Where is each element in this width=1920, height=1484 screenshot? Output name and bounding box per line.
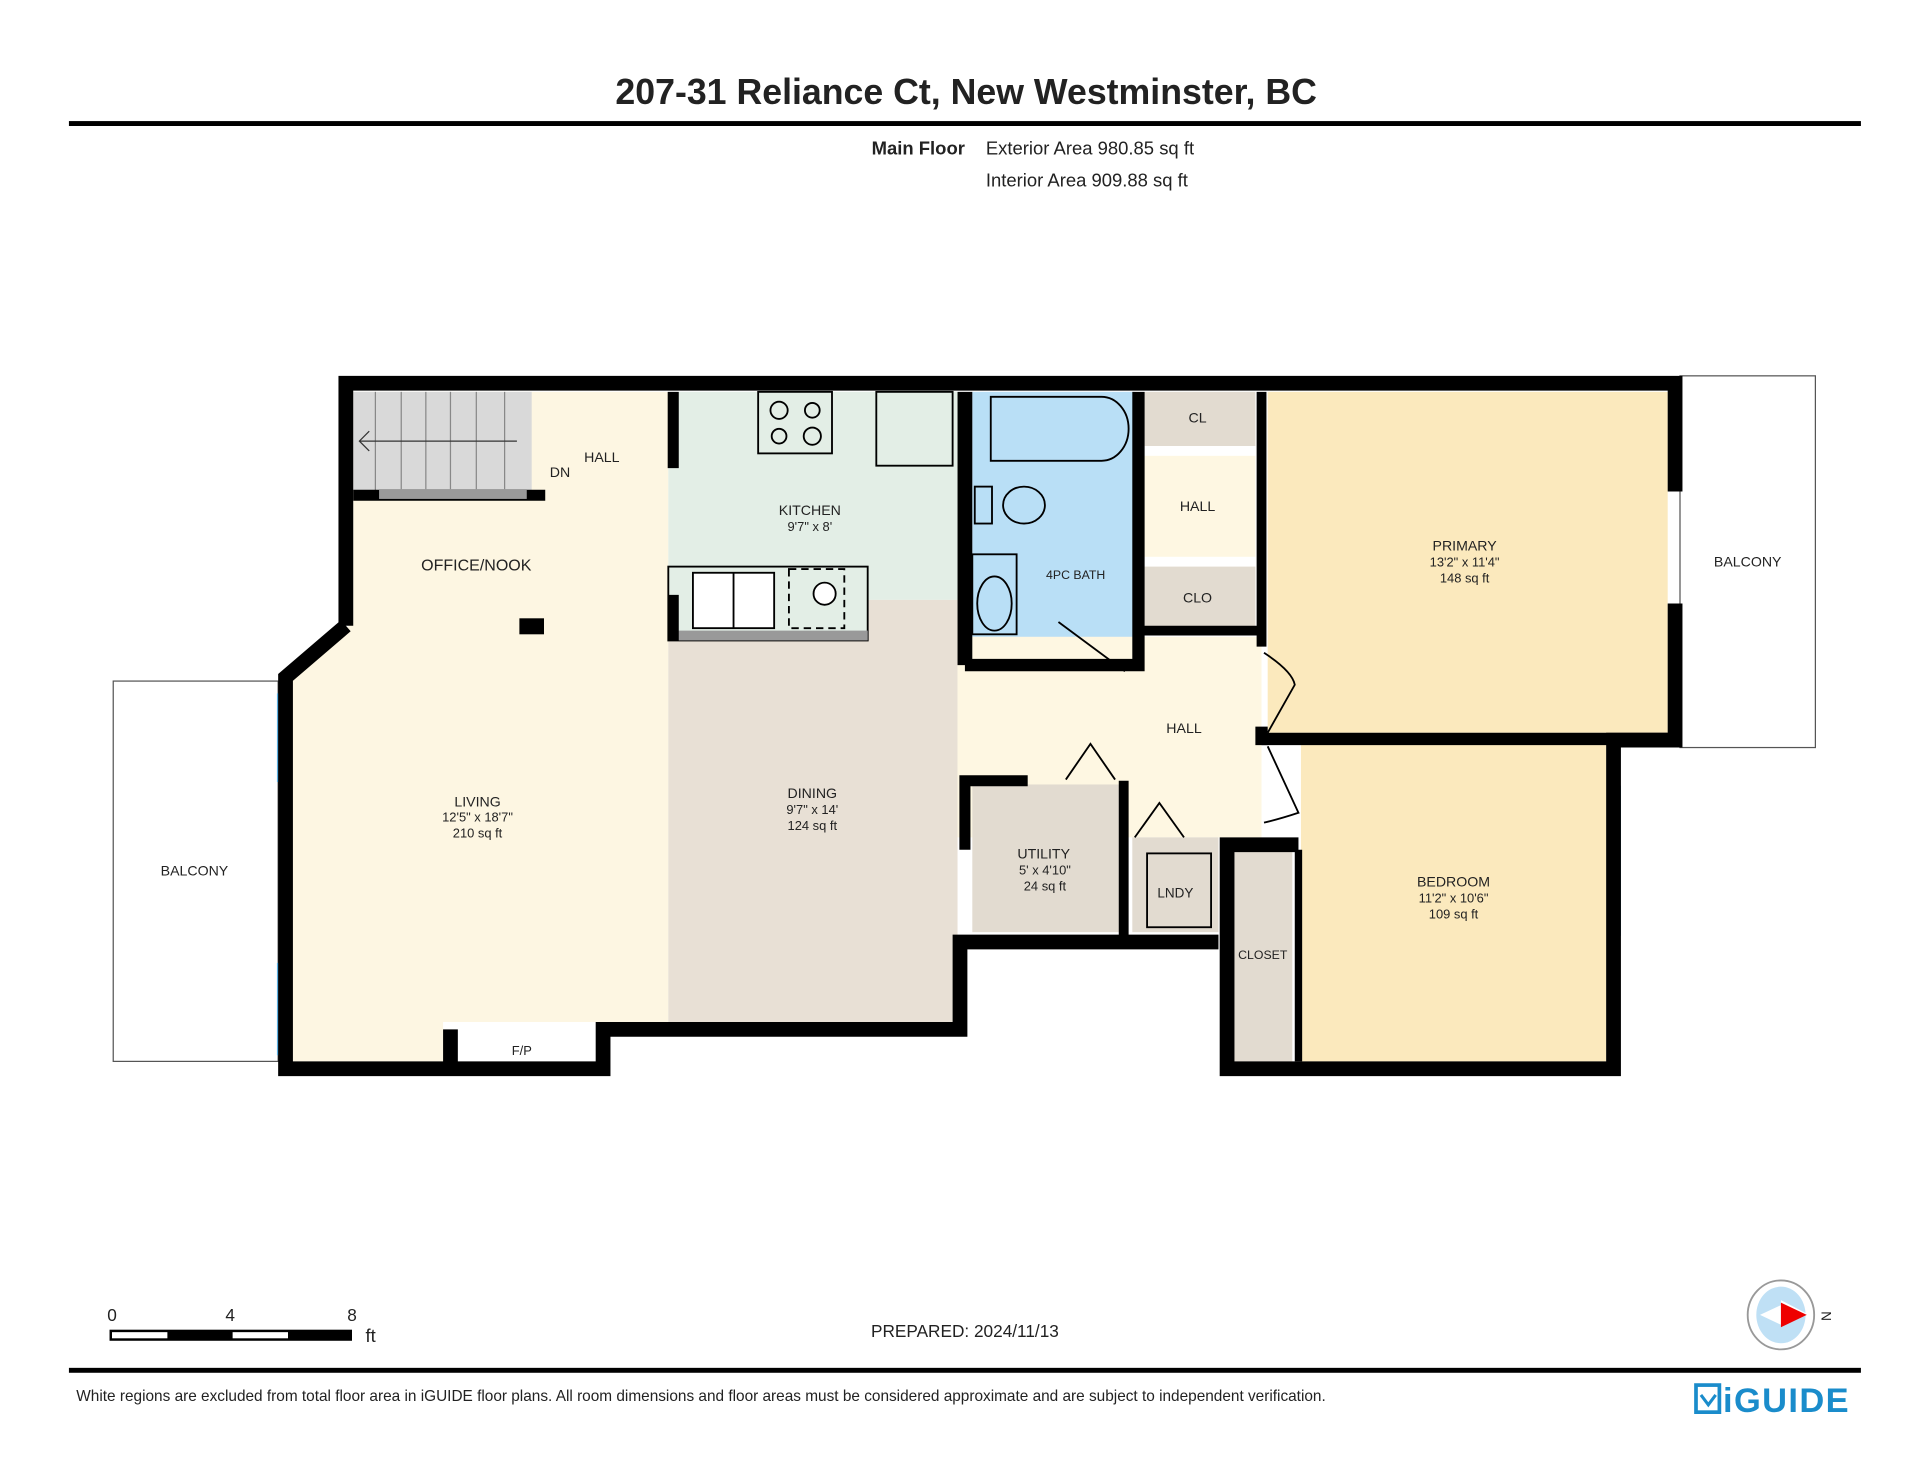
balcony-right-label: BALCONY (1714, 554, 1782, 570)
floor-name: Main Floor (872, 137, 965, 158)
hall-top-label: HALL (584, 449, 620, 465)
bedroom-label: BEDROOM (1417, 874, 1490, 890)
living-office-area (285, 391, 669, 1062)
compass-north-label: N (1819, 1311, 1834, 1321)
prepared-date: PREPARED: 2024/11/13 (871, 1321, 1059, 1341)
laundry-machine (1146, 852, 1212, 929)
scale-unit: ft (366, 1325, 376, 1346)
primary-label: PRIMARY (1433, 538, 1498, 554)
stairs-down-label: DN (550, 464, 570, 480)
page-title: 207-31 Reliance Ct, New Westminster, BC (615, 72, 1316, 112)
doors (1057, 621, 1300, 838)
closet-area (1234, 847, 1293, 1062)
interior-area: Interior Area 909.88 sq ft (986, 169, 1188, 190)
utility-label: UTILITY (1017, 845, 1070, 861)
balcony-right (1679, 375, 1817, 749)
clo-label: CLO (1183, 589, 1212, 605)
living-dims: 12'5" x 18'7" (442, 809, 513, 824)
kitchen-dims: 9'7" x 8' (788, 519, 833, 534)
dining-area (668, 599, 958, 1022)
fireplace-label: F/P (512, 1043, 532, 1058)
scale-tick-4: 4 (225, 1305, 235, 1325)
dining-dims: 9'7" x 14' (786, 802, 838, 817)
hall-small-label: HALL (1180, 498, 1216, 514)
iguide-logo: iGUIDE (1694, 1382, 1849, 1420)
primary-area-text: 148 sq ft (1440, 571, 1490, 586)
primary-area (1267, 391, 1668, 733)
bedroom-dims: 11'2" x 10'6" (1419, 891, 1489, 906)
living-label: LIVING (454, 794, 500, 810)
dining-label: DINING (788, 785, 838, 801)
bath-fixtures (971, 395, 1130, 636)
cl-label: CL (1188, 410, 1206, 426)
dining-area-text: 124 sq ft (788, 818, 838, 833)
stair-rail (379, 489, 527, 499)
utility-area (972, 784, 1120, 933)
counter-edge (668, 630, 868, 641)
balcony-left-label: BALCONY (161, 863, 229, 879)
brand-name: iGUIDE (1723, 1382, 1849, 1420)
hall-small-area (1144, 455, 1256, 557)
laundry-label: LNDY (1157, 886, 1193, 901)
footer-rule (68, 1367, 1861, 1373)
walls (278, 375, 1683, 1077)
scale-tick-0: 0 (107, 1305, 117, 1325)
primary-dims: 13'2" x 11'4" (1430, 555, 1500, 570)
bath-label: 4PC BATH (1046, 568, 1105, 582)
hall-mid-label: HALL (1166, 720, 1202, 736)
clo-area (1144, 566, 1256, 629)
bedroom-area-text: 109 sq ft (1429, 907, 1479, 922)
exterior-area: Exterior Area 980.85 sq ft (986, 137, 1194, 158)
kitchen-label: KITCHEN (779, 502, 841, 518)
scale-tick-8: 8 (347, 1305, 357, 1325)
utility-dims: 5' x 4'10" (1019, 862, 1071, 877)
disclaimer: White regions are excluded from total fl… (76, 1388, 1325, 1405)
stair-treads (358, 391, 517, 491)
balcony-left (112, 680, 279, 1062)
cl-area (1144, 391, 1256, 446)
office-label: OFFICE/NOOK (421, 557, 532, 574)
bedroom-area (1300, 745, 1607, 1062)
header-rule (68, 121, 1861, 126)
closet-label: CLOSET (1238, 948, 1288, 962)
utility-area-text: 24 sq ft (1024, 878, 1067, 893)
living-area: 210 sq ft (453, 825, 503, 840)
compass-icon: N (1746, 1279, 1834, 1351)
scale-bar: 0 4 8 ft (107, 1305, 376, 1346)
column (519, 618, 544, 635)
